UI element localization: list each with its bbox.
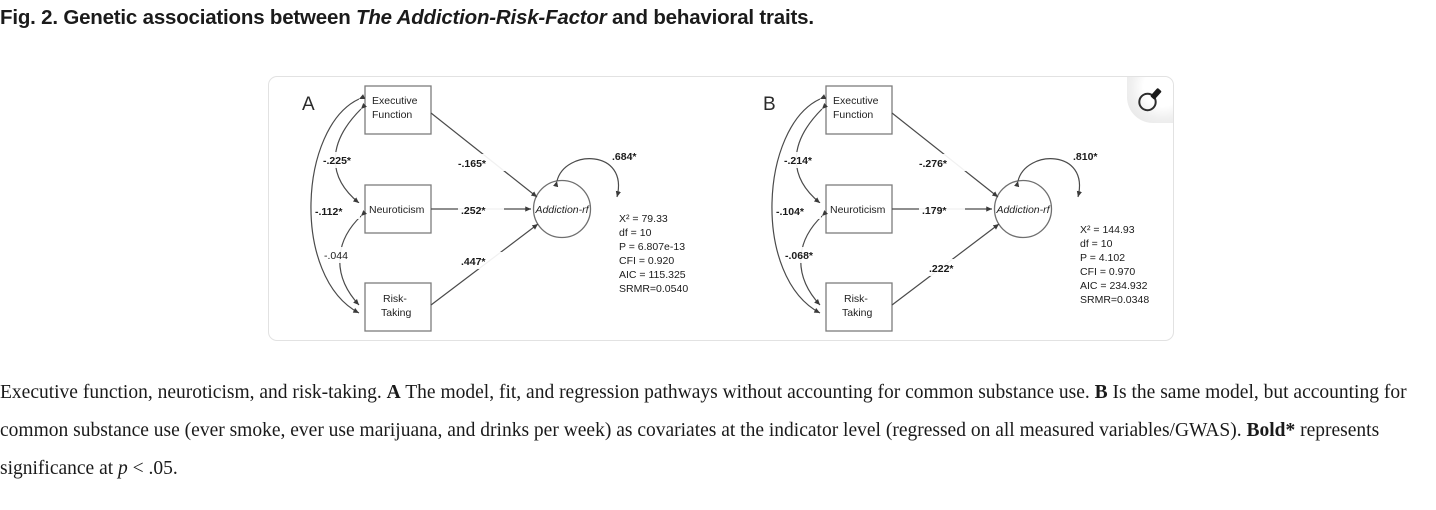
panel-a-coef-exec-latent: -.165* bbox=[458, 158, 487, 170]
panel-b-fit-line-1: X² = 144.93 bbox=[1080, 224, 1135, 236]
panel-b-label-bg-exec-latent bbox=[917, 154, 967, 171]
figure-title-suffix: and behavioral traits. bbox=[606, 6, 814, 29]
panel-a-fit-line-4: CFI = 0.920 bbox=[619, 255, 674, 267]
panel-b-coef-neuro-latent: .179* bbox=[922, 205, 947, 217]
figure-title-italic: The Addiction-Risk-Factor bbox=[356, 6, 607, 29]
panel-a-node-risk-taking-line2: Taking bbox=[381, 307, 412, 319]
panel-a-fit-line-6: SRMR=0.0540 bbox=[619, 283, 688, 295]
caption-segment-3: Is the same model, but accounting for co… bbox=[0, 382, 1407, 441]
panel-a-label-bg-neuro-risk bbox=[321, 247, 367, 263]
panel-b-label-bg-risk-latent bbox=[926, 259, 972, 276]
panel-a-latent-label: Addiction-rf bbox=[534, 204, 589, 216]
panel-a-label-bg-exec-risk bbox=[314, 203, 360, 219]
panel-a-fit-line-3: P = 6.807e-13 bbox=[619, 241, 685, 253]
panel-b-node-risk-taking-line1: Risk- bbox=[844, 293, 868, 305]
panel-a-label-bg-variance bbox=[609, 147, 655, 164]
panel-a-label-bg-risk-latent bbox=[458, 252, 504, 269]
caption-segment-2: The model, fit, and regression pathways … bbox=[400, 382, 1095, 403]
panel-a-coef-neuro-risk: -.044 bbox=[324, 250, 348, 262]
panel-b-label-bg-exec-neuro bbox=[782, 152, 832, 168]
figure-title: Fig. 2. Genetic associations between The… bbox=[0, 6, 1420, 30]
caption-bold-a: A bbox=[386, 382, 401, 403]
panel-b-coef-exec-neuro: -.214* bbox=[784, 155, 813, 167]
panel-b-label-bg-variance bbox=[1070, 147, 1116, 164]
panel-b-coef-exec-latent: -.276* bbox=[919, 158, 948, 170]
caption-italic-p: p bbox=[118, 458, 128, 479]
panel-a-label-bg-neuro-latent bbox=[458, 201, 504, 218]
panel-b-node-executive-function-line1: Executive bbox=[833, 95, 879, 107]
panel-b-cov-exec-risk-arc bbox=[771, 94, 827, 314]
panel-a-group: A Executive Function Neuroticism Risk- T… bbox=[302, 85, 688, 332]
panel-b-fit-line-6: SRMR=0.0348 bbox=[1080, 294, 1149, 306]
panel-a-node-risk-taking bbox=[364, 282, 432, 332]
panel-a-label-bg-exec-neuro bbox=[321, 152, 371, 168]
panel-b-coef-latent-variance: .810* bbox=[1073, 151, 1098, 163]
panel-a-label-bg-exec-latent bbox=[456, 154, 506, 171]
caption-segment-1: Executive function, neuroticism, and ris… bbox=[0, 382, 387, 403]
figure-title-prefix: Fig. 2. Genetic associations between bbox=[0, 6, 357, 29]
magnifier-icon bbox=[1138, 88, 1162, 112]
caption-bold-c: Bold* bbox=[1246, 420, 1296, 441]
panel-b-node-executive-function-line2: Function bbox=[833, 109, 873, 121]
panel-a-node-executive-function-line1: Executive bbox=[372, 95, 418, 107]
panel-b-fit-line-2: df = 10 bbox=[1080, 238, 1113, 250]
panel-a-fit-line-5: AIC = 115.325 bbox=[619, 269, 686, 281]
panel-a-node-executive-function-line2: Function bbox=[372, 109, 412, 121]
panel-b-label-bg-neuro-latent bbox=[919, 201, 965, 218]
panel-a-coef-exec-neuro: -.225* bbox=[323, 155, 352, 167]
panel-b-coef-neuro-risk: -.068* bbox=[785, 250, 814, 262]
panel-b-fit-stats: X² = 144.93 df = 10 P = 4.102 CFI = 0.97… bbox=[1080, 224, 1149, 306]
panel-a-label: A bbox=[302, 94, 315, 115]
panel-b-fit-line-3: P = 4.102 bbox=[1080, 252, 1125, 264]
panel-a-cov-exec-risk-arc bbox=[310, 94, 366, 314]
panel-a-node-neuroticism-label: Neuroticism bbox=[369, 204, 425, 216]
panel-b-label-bg-neuro-risk bbox=[782, 247, 832, 263]
panel-a-fit-line-1: X² = 79.33 bbox=[619, 213, 668, 225]
panel-b-node-neuroticism bbox=[825, 184, 893, 234]
panel-b-group: B Executive Function Neuroticism Risk- T… bbox=[763, 85, 1149, 332]
panel-b-fit-line-5: AIC = 234.932 bbox=[1080, 280, 1148, 292]
panel-b-label: B bbox=[763, 94, 776, 115]
figure-caption: Executive function, neuroticism, and ris… bbox=[0, 374, 1436, 488]
panel-a-node-executive-function bbox=[364, 85, 432, 135]
panel-b-coef-exec-risk: -.104* bbox=[776, 206, 805, 218]
panel-b-node-risk-taking-line2: Taking bbox=[842, 307, 873, 319]
caption-segment-5: < .05. bbox=[127, 458, 178, 479]
panel-a-fit-line-2: df = 10 bbox=[619, 227, 652, 239]
panel-b-coef-risk-latent: .222* bbox=[929, 263, 954, 275]
panel-a-node-neuroticism bbox=[364, 184, 432, 234]
panel-b-node-neuroticism-label: Neuroticism bbox=[830, 204, 886, 216]
panel-a-latent-variance-loop bbox=[553, 158, 621, 198]
panel-b-fit-line-4: CFI = 0.970 bbox=[1080, 266, 1135, 278]
panel-b-latent-variance-loop bbox=[1014, 158, 1082, 198]
panel-a-coef-risk-latent: .447* bbox=[461, 256, 486, 268]
panel-a-coef-neuro-latent: .252* bbox=[461, 205, 486, 217]
enlarge-image-button[interactable] bbox=[1127, 77, 1173, 123]
panel-b-node-risk-taking bbox=[825, 282, 893, 332]
path-diagram-svg: A Executive Function Neuroticism Risk- T… bbox=[302, 85, 1149, 332]
panel-a-node-risk-taking-line1: Risk- bbox=[383, 293, 407, 305]
panel-a-coef-latent-variance: .684* bbox=[612, 151, 637, 163]
figure-image-container[interactable]: A Executive Function Neuroticism Risk- T… bbox=[268, 76, 1174, 341]
caption-segment-4: represents significance at bbox=[0, 420, 1380, 479]
panel-a-coef-exec-risk: -.112* bbox=[315, 206, 343, 218]
panel-b-label-bg-exec-risk bbox=[775, 203, 821, 219]
panel-b-latent-label: Addiction-rf bbox=[995, 204, 1050, 216]
panel-a-fit-stats: X² = 79.33 df = 10 P = 6.807e-13 CFI = 0… bbox=[619, 213, 688, 295]
caption-bold-b: B bbox=[1094, 382, 1108, 403]
